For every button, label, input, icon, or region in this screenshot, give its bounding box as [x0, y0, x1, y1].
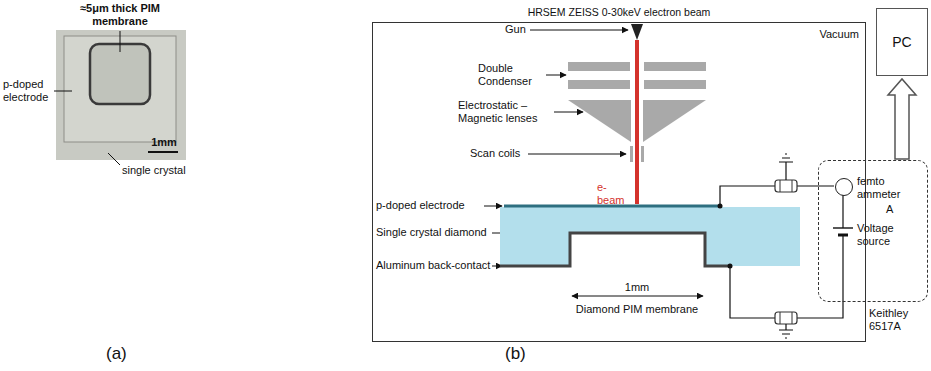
node-text: A: [886, 203, 902, 215]
back-contact: [500, 233, 730, 266]
wire: [797, 185, 834, 186]
node-text: Vacuum: [819, 28, 859, 41]
battery-plate: [833, 227, 853, 228]
membrane-window: [90, 44, 150, 104]
node-text: PC: [892, 34, 911, 50]
ground-symbol: [779, 154, 793, 180]
panel-caption: (a): [106, 344, 146, 364]
node-text: Keithley 6517A: [869, 307, 919, 333]
leader-arrow: [528, 154, 626, 155]
electron-beam: [635, 40, 639, 204]
leader-arrow: [484, 206, 502, 207]
ground-symbol: [779, 324, 793, 338]
instrument-label: femto ammeter: [857, 175, 907, 201]
condenser-plate: [568, 62, 630, 71]
wire: [730, 266, 775, 318]
part-label: Double Condenser: [478, 62, 542, 88]
scan-coil: [630, 146, 633, 162]
coax-ring: [780, 180, 781, 192]
part-label: Electrostatic – Magnetic lenses: [458, 99, 550, 125]
scan-coil: [641, 146, 644, 162]
leader-line: [108, 153, 120, 165]
chip-photo: [56, 30, 186, 160]
figure-title: HRSEM ZEISS 0-30keV electron beam: [372, 6, 866, 19]
part-label: Single crystal diamond: [376, 226, 494, 239]
lens-pole: [643, 100, 706, 142]
part-label: p-doped electrode: [376, 199, 486, 212]
lens-pole: [568, 100, 631, 142]
condenser-plate: [568, 80, 630, 89]
part-label: Diamond PIM membrane: [557, 303, 717, 316]
callout-label: p-doped electrode: [3, 78, 53, 104]
data-flow-arrow: [888, 79, 916, 159]
condenser-plate: [644, 80, 706, 89]
part-label: Scan coils: [470, 147, 540, 160]
wire: [842, 195, 843, 228]
leader-line: [54, 91, 72, 92]
coax-ring: [792, 312, 793, 324]
panel-caption: (b): [505, 344, 545, 364]
callout-label: ≈5μm thick PIM membrane: [80, 2, 160, 28]
scale-bar: [148, 151, 178, 153]
part-label: Gun: [505, 23, 555, 36]
vacuum-chamber: Vacuum: [372, 22, 866, 342]
coax-connector: [775, 180, 797, 192]
wire: [797, 236, 843, 318]
diamond-crystal: [500, 207, 800, 266]
leader-arrow: [530, 30, 628, 31]
coax-ring: [780, 312, 781, 324]
computer-box: PC: [876, 8, 928, 76]
scale-label: 1mm: [146, 136, 182, 149]
dimension-arrow: [572, 296, 703, 297]
leader-arrow: [554, 112, 583, 113]
beam-label: e-beam: [597, 181, 633, 207]
coax-connector: [775, 312, 797, 324]
part-label: Aluminum back-contact: [376, 259, 494, 272]
leader-line: [120, 31, 121, 52]
ammeter-symbol: A: [835, 178, 853, 196]
wire: [720, 186, 775, 206]
electron-gun: [631, 24, 643, 40]
instrument-label: Voltage source: [857, 222, 907, 248]
callout-label: single crystal: [122, 164, 212, 177]
dimension-label: 1mm: [607, 281, 667, 294]
condenser-plate: [644, 62, 706, 71]
leader-arrow: [546, 75, 566, 76]
coax-ring: [792, 180, 793, 192]
